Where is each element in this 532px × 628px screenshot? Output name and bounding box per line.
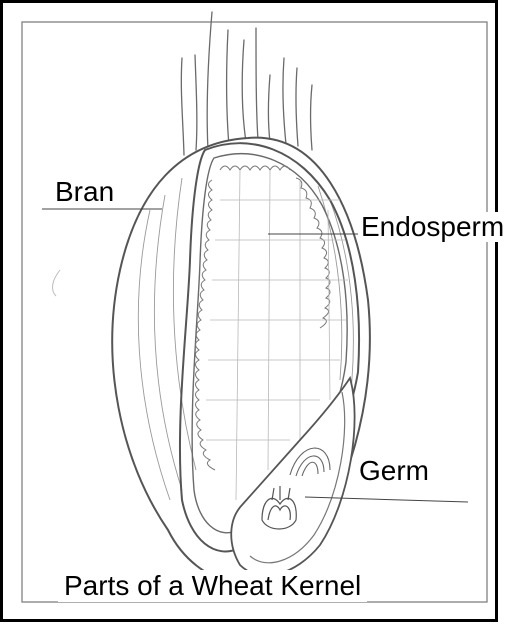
bran-label: Bran (52, 177, 117, 207)
germ-label: Germ (356, 456, 432, 486)
brush-hairs (181, 12, 312, 155)
diagram-title: Parts of a Wheat Kernel (58, 570, 367, 602)
stray-mark (53, 270, 60, 296)
endosperm-label: Endosperm (358, 212, 507, 242)
